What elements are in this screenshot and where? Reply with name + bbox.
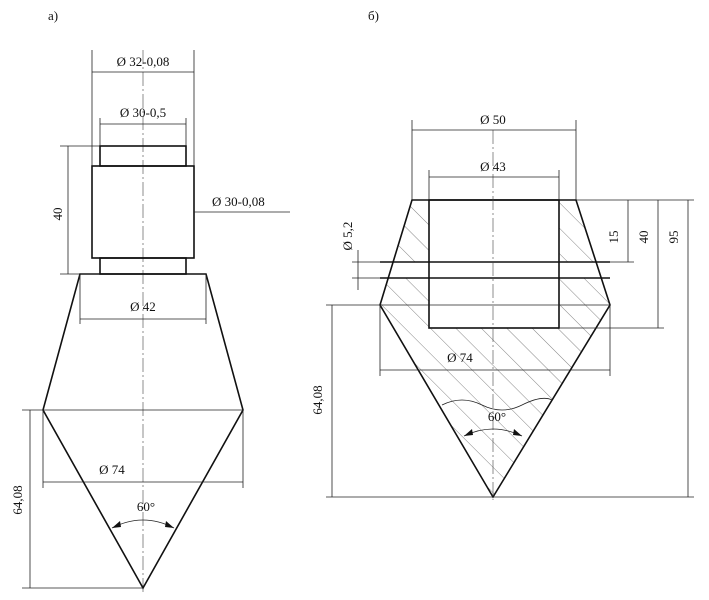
dim-b-d52: Ø 5,2 [340,222,355,251]
panel-a-cone-body [42,273,244,590]
dim-b-h15: 15 [606,231,621,244]
dim-a-h64: 64,08 [10,485,25,514]
dim-a-h40: 40 [50,208,65,221]
dim-a-d32: Ø 32-0,08 [117,54,170,69]
dim-b-angle: 60° [488,409,506,424]
dim-a-d30-008: Ø 30-0,08 [212,194,265,209]
panel-b-break-line [441,397,553,411]
panel-b-label: б) [368,8,379,23]
panel-b-bore [428,199,560,329]
dim-b-d50: Ø 50 [480,112,506,127]
panel-b: б) Ø 50 Ø 43 Ø 5,2 [310,8,694,500]
dim-a-d42: Ø 42 [130,299,156,314]
dim-a-d74: Ø 74 [99,462,125,477]
panel-a: а) Ø 32-0,08 Ø 30-0,5 Ø 30-0,08 40 [10,8,290,595]
dim-a-d30-05: Ø 30-0,5 [120,105,166,120]
dim-b-d74: Ø 74 [447,350,473,365]
dim-a-angle: 60° [137,499,155,514]
dim-b-h95: 95 [666,231,681,244]
dim-b-h40: 40 [636,231,651,244]
dim-b-h64: 64,08 [310,385,325,414]
dim-b-d43: Ø 43 [480,159,506,174]
panel-a-label: а) [48,8,58,23]
